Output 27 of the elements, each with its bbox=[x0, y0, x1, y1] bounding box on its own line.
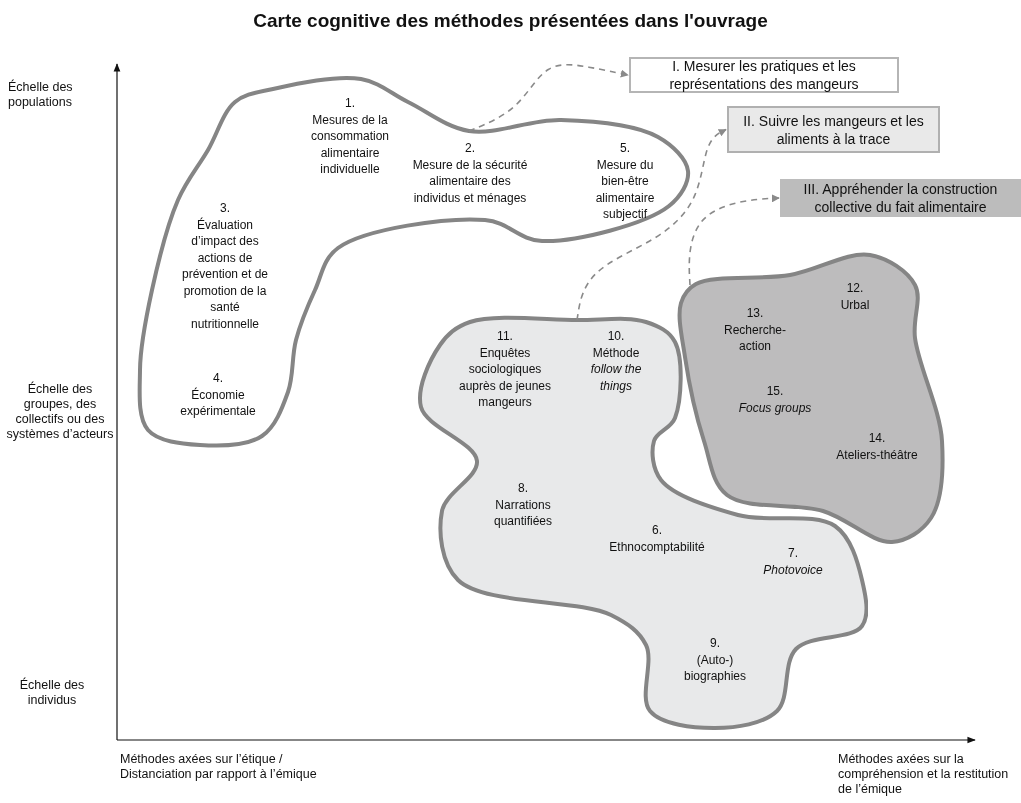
axis-label: Échelle des groupes, des collectifs ou des systèmes d’acteurs bbox=[5, 382, 115, 442]
method-label: 1. Mesures de la consommation alimentaire individuelle bbox=[300, 95, 400, 178]
method-label: 4. Économie expérimentale bbox=[163, 370, 273, 420]
axis-label: Méthodes axées sur la compréhension et la restitution de l’émique bbox=[838, 752, 1010, 797]
method-label: 12. Urbal bbox=[825, 280, 885, 313]
dashed-arrow bbox=[468, 63, 629, 132]
dashed-arrow bbox=[688, 194, 780, 286]
category-box: I. Mesurer les pratiques et les représentations des mangeurs bbox=[629, 57, 899, 93]
dashed-arrow bbox=[576, 128, 727, 321]
method-label: 5. Mesure du bien-être alimentaire subjectif bbox=[585, 140, 665, 223]
method-label: 11. Enquêtes sociologiques auprès de jeunes mangeurs bbox=[451, 328, 559, 411]
method-label: 6. Ethnocomptabilité bbox=[597, 522, 717, 555]
method-label: 8. Narrations quantifiées bbox=[473, 480, 573, 530]
method-label: 13. Recherche-action bbox=[715, 305, 795, 355]
method-label: 10. Méthode follow the things bbox=[576, 328, 656, 394]
axis-label: Échelle des populations bbox=[8, 80, 74, 110]
method-label: 9. (Auto-) biographies bbox=[670, 635, 760, 685]
axis-label: Échelle des individus bbox=[18, 678, 86, 708]
method-label: 7. Photovoice bbox=[743, 545, 843, 578]
title: Carte cognitive des méthodes présentées dans l'ouvrage bbox=[252, 10, 769, 32]
category-box: II. Suivre les mangeurs et les aliments à la trace bbox=[727, 106, 940, 153]
method-label: 3. Évaluation d’impact des actions de prévention et de promotion de la santé nutritionnelle bbox=[177, 200, 273, 332]
method-label: 14. Ateliers-théâtre bbox=[817, 430, 937, 463]
axis-label: Méthodes axées sur l’étique / Distanciation par rapport à l’émique bbox=[120, 752, 318, 782]
category-box: III. Appréhender la construction collective du fait alimentaire bbox=[780, 179, 1021, 217]
method-label: 15. Focus groups bbox=[720, 383, 830, 416]
method-label: 2. Mesure de la sécurité alimentaire des individus et ménages bbox=[405, 140, 535, 206]
